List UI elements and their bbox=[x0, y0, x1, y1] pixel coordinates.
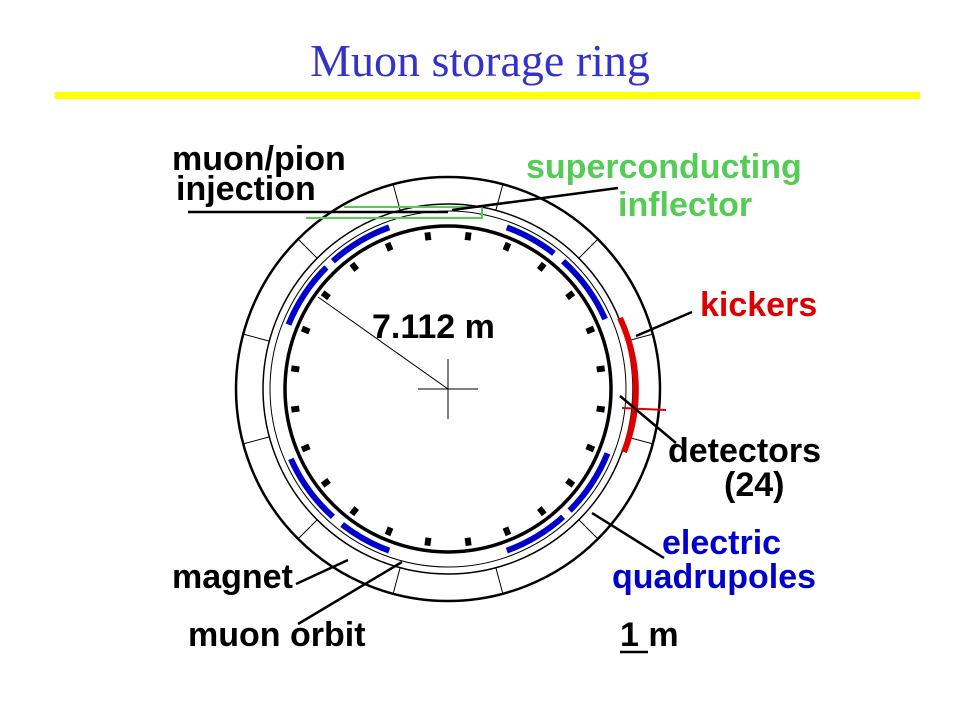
muon-orbit-leader bbox=[297, 560, 403, 626]
detector-tick bbox=[300, 325, 311, 335]
detector-tick bbox=[536, 506, 547, 517]
detectors-label-line2: (24) bbox=[724, 466, 784, 504]
quadrupole-arc bbox=[505, 224, 556, 256]
electric-quadrupole-arcs bbox=[285, 224, 611, 554]
quadrupole-arc bbox=[567, 452, 611, 513]
quadrupole-arc bbox=[330, 224, 391, 264]
quadrupoles-label-line2: quadrupoles bbox=[612, 558, 816, 596]
detectors-leader bbox=[619, 395, 677, 444]
detector-tick bbox=[384, 241, 394, 252]
quadrupole-arc bbox=[561, 258, 608, 321]
detector-tick bbox=[464, 537, 472, 547]
magnet-label: magnet bbox=[172, 558, 293, 596]
quadrupoles-label-line1: electric bbox=[662, 524, 781, 562]
detector-tick bbox=[424, 231, 432, 241]
detector-tick bbox=[596, 405, 606, 413]
magnet-outer-edge bbox=[234, 175, 662, 603]
quadrupole-arc bbox=[505, 514, 566, 554]
slide-title: Muon storage ring bbox=[310, 35, 650, 86]
detectors-label-line1: detectors bbox=[668, 432, 821, 470]
inflector-label-line1: superconducting bbox=[526, 148, 802, 186]
kicker-arc bbox=[617, 316, 639, 454]
kickers-label: kickers bbox=[700, 286, 817, 324]
injection-label-line1: muon/pion bbox=[172, 140, 346, 178]
magnet-segment-divider bbox=[578, 238, 599, 259]
magnet-leader bbox=[295, 558, 349, 586]
detector-tick bbox=[565, 290, 576, 301]
detector-tick bbox=[585, 443, 596, 453]
quadrupoles-leader bbox=[591, 511, 665, 560]
magnet-segment-divider bbox=[243, 436, 270, 445]
quadrupole-arc bbox=[285, 265, 329, 326]
detector-tick bbox=[349, 261, 360, 272]
detector-tick bbox=[290, 405, 300, 413]
muon-orbit-label: muon orbit bbox=[188, 616, 366, 654]
magnet-segment-divider bbox=[495, 567, 504, 594]
magnet-segment-divider bbox=[297, 238, 318, 259]
magnet-segment-divider bbox=[243, 333, 270, 342]
inflector-label-line2: inflector bbox=[618, 186, 752, 224]
radius-label: 7.112 m bbox=[372, 308, 495, 346]
detector-tick bbox=[384, 526, 394, 537]
detector-tick bbox=[502, 526, 512, 537]
magnet-segment-divider bbox=[392, 184, 401, 211]
detector-tick bbox=[464, 231, 472, 241]
magnet-segment-divider bbox=[392, 567, 401, 594]
detector-tick bbox=[300, 443, 311, 453]
quadrupole-arc bbox=[340, 522, 391, 554]
detector-tick bbox=[320, 477, 331, 488]
magnet-segments bbox=[243, 184, 653, 594]
detector-markers bbox=[290, 231, 606, 547]
magnet-segment-divider bbox=[578, 519, 599, 540]
detector-tick bbox=[320, 290, 331, 301]
inflector-leader bbox=[451, 186, 619, 212]
detector-tick bbox=[596, 365, 606, 373]
detector-tick bbox=[349, 506, 360, 517]
scale-label: 1 m bbox=[620, 616, 679, 654]
vacuum-chamber-edge bbox=[283, 224, 613, 554]
injection-label-line2: injection bbox=[176, 170, 316, 208]
detector-tick bbox=[424, 537, 432, 547]
quadrupole-arc bbox=[288, 457, 335, 520]
detector-tick bbox=[290, 365, 300, 373]
inflector-outline bbox=[306, 206, 483, 219]
magnet-segment-divider bbox=[495, 184, 504, 211]
kickers-leader bbox=[635, 310, 693, 338]
magnet-segment-divider bbox=[297, 519, 318, 540]
detector-tick bbox=[585, 325, 596, 335]
radius-line bbox=[317, 296, 449, 390]
detector-tick bbox=[502, 241, 512, 252]
detector-tick bbox=[536, 261, 547, 272]
kicker-tick bbox=[621, 407, 667, 411]
detector-tick bbox=[565, 477, 576, 488]
title-underline bbox=[55, 92, 920, 99]
